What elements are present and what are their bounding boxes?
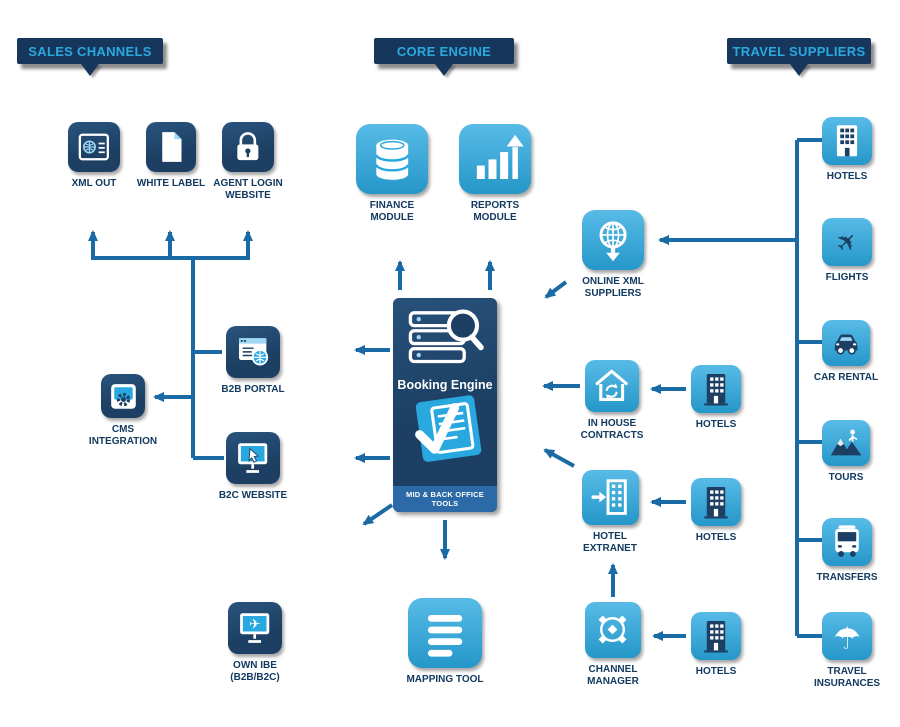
node-reports-module: REPORTS MODULE [450, 124, 540, 224]
node-booking-engine: Booking Engine MID & BACK OFFICE TOOLS [393, 298, 497, 512]
node-label: HOTELS [695, 419, 737, 430]
node-label: REPORTS MODULE [470, 200, 520, 223]
node-label: FINANCE MODULE [369, 200, 415, 223]
svg-text:✈: ✈ [829, 224, 864, 259]
bus-icon [822, 518, 872, 566]
node-label: TRANSFERS [816, 572, 878, 583]
node-label: B2C WEBSITE [218, 490, 288, 501]
padlock-icon [222, 122, 274, 172]
node-channel-manager: CHANNEL MANAGER [578, 602, 648, 688]
node-label: FLIGHTS [825, 272, 869, 283]
hub-icon [585, 602, 641, 658]
node-white-label: WHITE LABEL [126, 122, 216, 190]
svg-text:✈: ✈ [249, 617, 260, 633]
building-icon [822, 117, 872, 165]
monitor-plane-icon: ✈ [228, 602, 282, 654]
node-mapping-tool: MAPPING TOOL [400, 598, 490, 686]
node-label: TRAVEL INSURANCES [813, 666, 881, 689]
house-sync-icon [585, 360, 639, 412]
node-car-rental: CAR RENTAL [801, 320, 891, 384]
core-engine-banner-label: CORE ENGINE [396, 43, 492, 59]
node-finance-module: FINANCE MODULE [347, 124, 437, 224]
car-icon [822, 320, 870, 366]
svg-text:☂: ☂ [833, 621, 861, 657]
airplane-icon: ✈ [822, 218, 872, 266]
core-engine-banner: CORE ENGINE [374, 38, 514, 64]
node-label: CHANNEL MANAGER [587, 664, 639, 687]
building-arrow-icon [581, 470, 639, 525]
node-label: HOTELS [826, 171, 868, 182]
node-label: OWN IBE (B2B/B2C) [230, 660, 280, 683]
checklist-icon [415, 395, 482, 462]
node-hotels-supplier: HOTELS [802, 117, 892, 183]
globe-download-icon [582, 210, 644, 270]
building-icon [691, 612, 741, 660]
node-label: CAR RENTAL [813, 372, 879, 383]
travel-suppliers-banner-label: TRAVEL SUPPLIERS [732, 43, 866, 59]
node-label: HOTELS [695, 532, 737, 543]
booking-engine-sublabel: MID & BACK OFFICE TOOLS [393, 486, 497, 512]
monitor-cursor-icon [226, 432, 280, 484]
node-online-xml-suppliers: ONLINE XML SUPPLIERS [568, 210, 658, 300]
browser-globe-icon [226, 326, 280, 378]
node-label: CMS INTEGRATION [88, 424, 158, 447]
gear-box-icon [101, 374, 145, 418]
node-label: IN HOUSE CONTRACTS [580, 418, 644, 441]
travel-suppliers-banner: TRAVEL SUPPLIERS [727, 38, 871, 64]
node-travel-insurances: ☂ TRAVEL INSURANCES [807, 612, 887, 690]
node-b2b-portal: B2B PORTAL [208, 326, 298, 396]
search-servers-icon [408, 309, 484, 364]
node-b2c-website: B2C WEBSITE [208, 432, 298, 502]
passport-card-icon [68, 122, 120, 172]
node-label: WHITE LABEL [136, 178, 206, 189]
database-icon [356, 124, 428, 194]
node-agent-login-website: AGENT LOGIN WEBSITE [203, 122, 293, 202]
node-flights: ✈ FLIGHTS [802, 218, 892, 284]
node-transfers: TRANSFERS [802, 518, 892, 584]
node-own-ibe: ✈ OWN IBE (B2B/B2C) [220, 602, 290, 684]
node-hotel-extranet: HOTEL EXTRANET [575, 470, 645, 555]
node-cms-integration: CMS INTEGRATION [86, 374, 160, 448]
node-label: B2B PORTAL [221, 384, 285, 395]
node-hotels-1: HOTELS [671, 365, 761, 431]
sales-channels-banner: SALES CHANNELS [17, 38, 163, 64]
bar-chart-icon [459, 124, 531, 194]
node-label: HOTEL EXTRANET [583, 531, 637, 554]
booking-engine-label: Booking Engine [397, 378, 493, 392]
node-hotels-2: HOTELS [671, 478, 761, 544]
node-hotels-3: HOTELS [671, 612, 761, 678]
umbrella-icon: ☂ [822, 612, 872, 660]
building-icon [691, 478, 741, 526]
node-label: MAPPING TOOL [406, 674, 484, 685]
hiker-mountain-icon [822, 420, 870, 466]
node-in-house-contracts: IN HOUSE CONTRACTS [577, 360, 647, 442]
document-icon [146, 122, 196, 172]
node-label: ONLINE XML SUPPLIERS [582, 276, 644, 299]
node-label: XML OUT [71, 178, 117, 189]
building-icon [691, 365, 741, 413]
list-icon [408, 598, 482, 668]
node-tours: TOURS [801, 420, 891, 484]
node-label: AGENT LOGIN WEBSITE [213, 178, 283, 201]
node-xml-out: XML OUT [49, 122, 139, 190]
node-label: HOTELS [695, 666, 737, 677]
node-label: TOURS [828, 472, 864, 483]
sales-channels-banner-label: SALES CHANNELS [28, 43, 152, 59]
